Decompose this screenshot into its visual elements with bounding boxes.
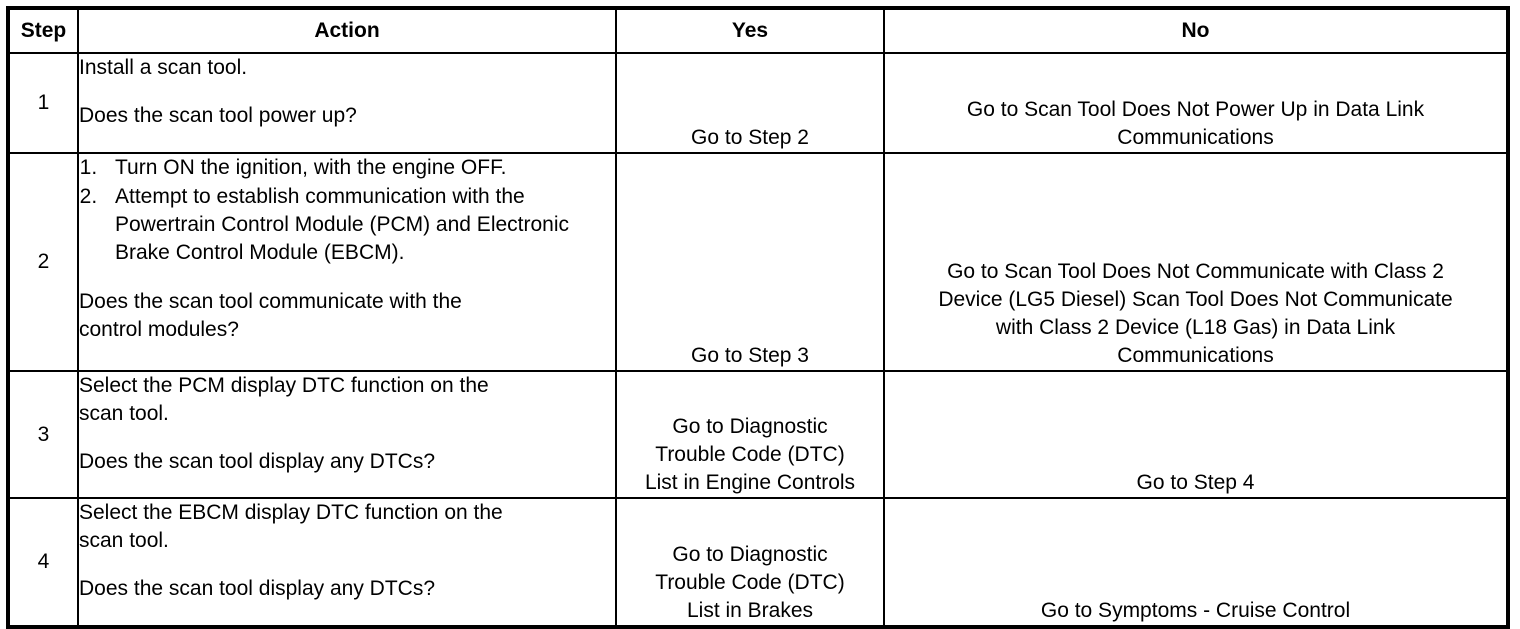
action-intro: Select the PCM display DTC function on t… xyxy=(79,374,489,425)
action-question: Does the scan tool communicate with the … xyxy=(79,289,462,341)
no-text: Go to Scan Tool Does Not Power Up in Dat… xyxy=(966,98,1425,150)
column-header-action: Action xyxy=(77,7,617,54)
yes-text: Go to Step 3 xyxy=(691,344,809,368)
yes-cell: Go to Diagnostic Trouble Code (DTC) List… xyxy=(615,370,885,499)
step-number: 3 xyxy=(7,370,79,499)
action-intro: Select the EBCM display DTC function on … xyxy=(79,501,503,552)
action-spacer xyxy=(79,428,615,448)
table-row: 4 Select the EBCM display DTC function o… xyxy=(7,497,1509,628)
no-text: Go to Symptoms - Cruise Control xyxy=(1040,599,1351,623)
column-header-yes: Yes xyxy=(615,7,885,54)
column-header-no: No xyxy=(883,7,1509,54)
no-text: Go to Step 4 xyxy=(1136,471,1255,495)
yes-cell: Go to Step 3 xyxy=(615,152,885,372)
diagnostic-table-container: Step Action Yes No 1 Install a scan tool… xyxy=(6,6,1510,629)
action-step-item: Attempt to establish communication with … xyxy=(103,183,615,267)
action-intro: Install a scan tool. xyxy=(79,56,248,79)
action-cell: Select the EBCM display DTC function on … xyxy=(77,497,617,628)
action-cell: Turn ON the ignition, with the engine OF… xyxy=(77,152,617,372)
no-cell: Go to Step 4 xyxy=(883,370,1509,499)
column-header-step: Step xyxy=(7,7,79,54)
table-body: 1 Install a scan tool. Does the scan too… xyxy=(7,52,1509,628)
action-cell: Select the PCM display DTC function on t… xyxy=(77,370,617,499)
action-spacer xyxy=(79,555,615,575)
action-spacer xyxy=(79,268,615,288)
no-cell: Go to Scan Tool Does Not Communicate wit… xyxy=(883,152,1509,372)
table-header: Step Action Yes No xyxy=(7,7,1509,54)
no-text: Go to Scan Tool Does Not Communicate wit… xyxy=(938,260,1453,368)
diagnostic-system-check-table: Step Action Yes No 1 Install a scan tool… xyxy=(6,6,1510,629)
yes-text: Go to Diagnostic Trouble Code (DTC) List… xyxy=(655,543,845,623)
action-cell: Install a scan tool. Does the scan tool … xyxy=(77,52,617,154)
header-row: Step Action Yes No xyxy=(7,7,1509,54)
action-spacer xyxy=(79,82,615,102)
table-row: 2 Turn ON the ignition, with the engine … xyxy=(7,152,1509,372)
table-row: 3 Select the PCM display DTC function on… xyxy=(7,370,1509,499)
no-cell: Go to Scan Tool Does Not Power Up in Dat… xyxy=(883,52,1509,154)
step-number: 2 xyxy=(7,152,79,372)
table-row: 1 Install a scan tool. Does the scan too… xyxy=(7,52,1509,154)
action-step-item: Turn ON the ignition, with the engine OF… xyxy=(103,154,615,182)
step-number: 1 xyxy=(7,52,79,154)
action-question: Does the scan tool display any DTCs? xyxy=(79,449,436,473)
yes-text: Go to Diagnostic Trouble Code (DTC) List… xyxy=(644,415,856,495)
yes-cell: Go to Step 2 xyxy=(615,52,885,154)
yes-text: Go to Step 2 xyxy=(691,126,809,150)
step-number: 4 xyxy=(7,497,79,628)
action-question: Does the scan tool display any DTCs? xyxy=(79,576,436,600)
no-cell: Go to Symptoms - Cruise Control xyxy=(883,497,1509,628)
yes-cell: Go to Diagnostic Trouble Code (DTC) List… xyxy=(615,497,885,628)
action-question: Does the scan tool power up? xyxy=(79,103,357,127)
action-step-list: Turn ON the ignition, with the engine OF… xyxy=(79,154,615,267)
